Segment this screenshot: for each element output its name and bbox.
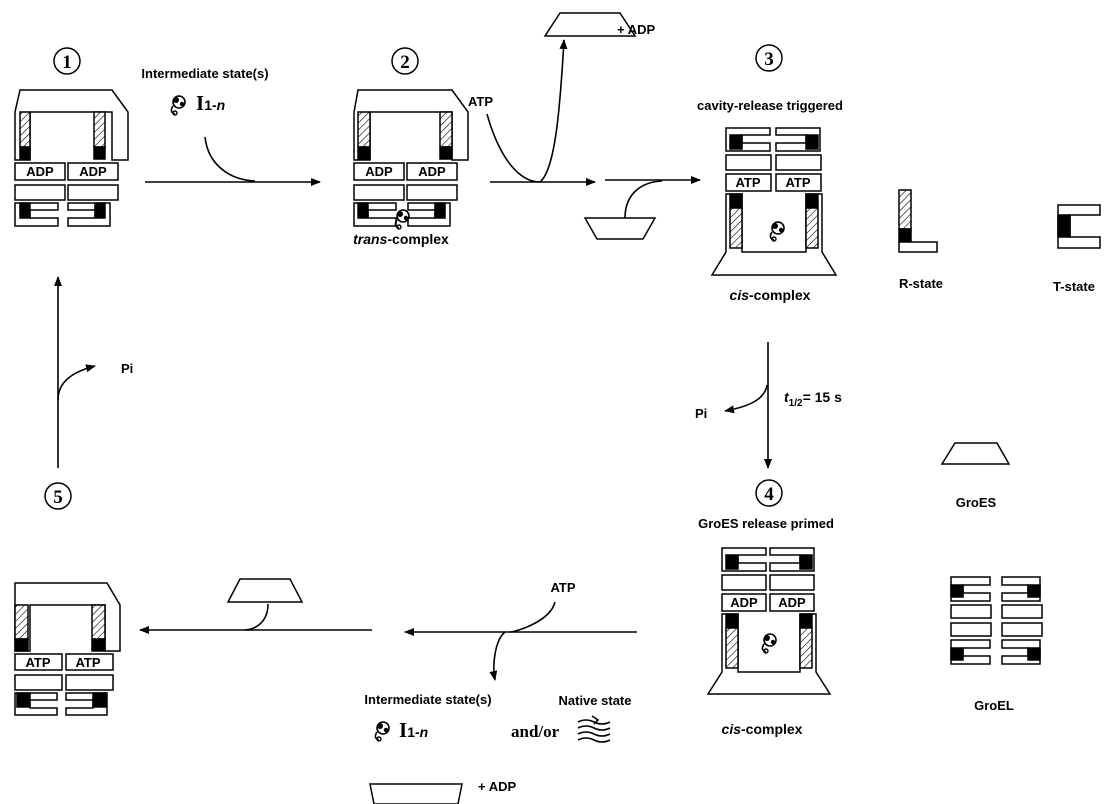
cis-complex-label-3: cis-complex xyxy=(730,287,811,303)
groes-binding-curve-bottom xyxy=(245,604,268,630)
substrate-protein-icon-4 xyxy=(762,634,776,653)
atp-label-3b: ATP xyxy=(785,175,810,190)
adp-label-4a: ADP xyxy=(730,595,758,610)
intermediate-symbol-top: I1-n xyxy=(196,91,225,115)
groes-released-bottom xyxy=(370,784,462,804)
t-state-legend-icon xyxy=(1058,205,1100,248)
r-state-legend-icon xyxy=(899,190,937,252)
native-state-label: Native state xyxy=(559,693,632,708)
atp-binding-curve-top xyxy=(487,114,540,182)
groes-binding-curve xyxy=(625,181,662,218)
adp-label-2b: ADP xyxy=(418,164,446,179)
complex-2-trans xyxy=(354,90,468,226)
cavity-release-label: cavity-release triggered xyxy=(697,98,843,113)
svg-text:2: 2 xyxy=(400,52,410,73)
pi-release-arrow-left xyxy=(58,366,95,400)
plus-adp-label-bottom: + ADP xyxy=(478,779,516,794)
groes-adp-release-arrow xyxy=(540,40,564,182)
adp-label-4b: ADP xyxy=(778,595,806,610)
svg-text:4: 4 xyxy=(764,484,774,505)
groes-label: GroES xyxy=(956,495,997,510)
step-1-marker: 1 xyxy=(54,48,80,74)
atp-label-5a: ATP xyxy=(25,655,50,670)
intermediate-protein-icon-bottom xyxy=(375,722,389,741)
pi-release-arrow-right xyxy=(725,385,767,411)
intermediate-symbol-bottom: I1-n xyxy=(399,718,428,742)
substrate-protein-icon-2 xyxy=(395,210,409,229)
adp-label-1a: ADP xyxy=(26,164,54,179)
r-state-label: R-state xyxy=(899,276,943,291)
intermediate-state-label-bottom: Intermediate state(s) xyxy=(364,692,491,707)
pi-label-left: Pi xyxy=(121,361,133,376)
step-2-marker: 2 xyxy=(392,48,418,74)
svg-text:1: 1 xyxy=(62,52,72,73)
half-life-label: t1/2= 15 s xyxy=(784,389,842,409)
groel-label: GroEL xyxy=(974,698,1014,713)
atp-label-3a: ATP xyxy=(735,175,760,190)
groes-release-label: GroES release primed xyxy=(698,516,834,531)
atp-label-top: ATP xyxy=(468,94,493,109)
groes-binding-top xyxy=(585,218,655,239)
groes-binding-bottom xyxy=(228,579,302,602)
intermediate-state-label-top: Intermediate state(s) xyxy=(141,66,268,81)
step-4-marker: 4 xyxy=(756,480,782,506)
step-3-marker: 3 xyxy=(756,45,782,71)
release-down-arrow xyxy=(494,632,505,680)
atp-label-5b: ATP xyxy=(75,655,100,670)
adp-label-1b: ADP xyxy=(79,164,107,179)
svg-text:5: 5 xyxy=(53,487,63,508)
native-protein-icon xyxy=(578,716,610,742)
adp-label-2a: ADP xyxy=(365,164,393,179)
substrate-protein-icon-3 xyxy=(770,222,784,241)
groes-legend-icon xyxy=(942,443,1009,464)
t-state-label: T-state xyxy=(1053,279,1095,294)
step-5-marker: 5 xyxy=(45,483,71,509)
intermediate-binding-curve xyxy=(205,137,255,181)
groel-legend-icon xyxy=(951,577,1042,664)
and-or-label: and/or xyxy=(511,722,560,741)
svg-text:3: 3 xyxy=(764,49,774,70)
trans-complex-label: trans-complex xyxy=(353,231,449,247)
cis-complex-label-4: cis-complex xyxy=(722,721,803,737)
atp-binding-curve-bottom xyxy=(510,602,555,632)
complex-5-groel xyxy=(15,583,120,715)
intermediate-protein-icon-top xyxy=(171,96,185,115)
complex-1-groel-groes xyxy=(15,90,128,226)
complex-3-cis xyxy=(712,128,836,275)
atp-label-bottom: ATP xyxy=(550,580,575,595)
pi-label-right: Pi xyxy=(695,406,707,421)
plus-adp-label-top: + ADP xyxy=(617,22,655,37)
complex-4-cis xyxy=(708,548,830,694)
